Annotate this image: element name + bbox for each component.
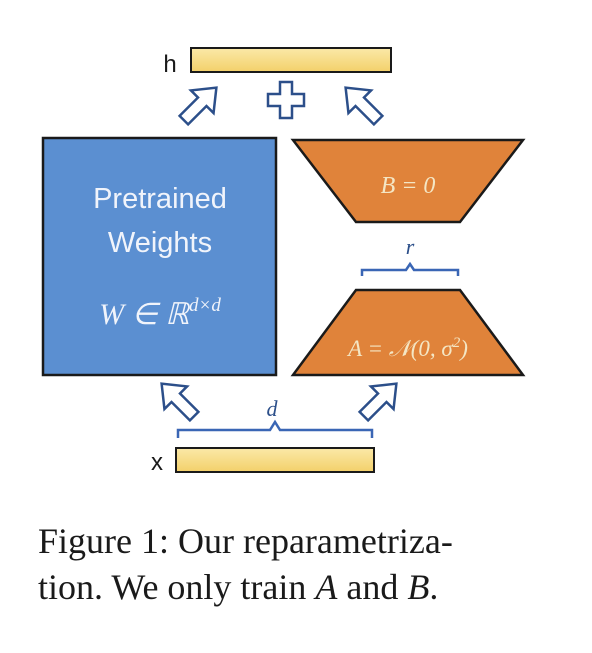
lora-a-matrix — [290, 288, 526, 377]
x-label: x — [151, 449, 163, 476]
lora-diagram: h Pretrained Weights W ∈ ℝd×d B = 0 r A … — [41, 47, 526, 476]
caption-b: B — [407, 567, 430, 607]
input-vector-x — [175, 447, 375, 473]
pretrained-label-line2: Weights — [108, 227, 212, 259]
arrow-to-pretrained-icon — [160, 382, 201, 423]
pretrained-label-line1: Pretrained — [93, 183, 227, 215]
b-matrix-equation: B = 0 — [381, 173, 436, 199]
r-label: r — [406, 234, 415, 259]
pretrained-weights-box — [41, 136, 278, 377]
caption-line2-start: tion. We only train — [38, 567, 316, 607]
caption-period: . — [429, 567, 439, 607]
arrow-up-right-icon — [344, 86, 385, 127]
d-label: d — [267, 396, 279, 421]
figure-caption: Figure 1: Our reparametriza- tion. We on… — [38, 518, 558, 610]
plus-icon — [266, 80, 306, 120]
h-label: h — [163, 51, 176, 78]
a-matrix-equation: A = 𝒩(0, σ2) — [346, 335, 468, 361]
pretrained-equation: W ∈ ℝd×d — [99, 295, 221, 331]
arrow-up-left-icon — [177, 86, 218, 127]
caption-a: A — [315, 567, 338, 607]
caption-line1: Figure 1: Our reparametriza- — [38, 521, 453, 561]
output-vector-h — [190, 47, 392, 73]
r-brace — [360, 261, 460, 276]
d-brace — [176, 419, 374, 438]
arrow-to-a-matrix-icon — [357, 382, 398, 423]
caption-and: and — [337, 567, 408, 607]
lora-b-matrix — [290, 138, 526, 224]
